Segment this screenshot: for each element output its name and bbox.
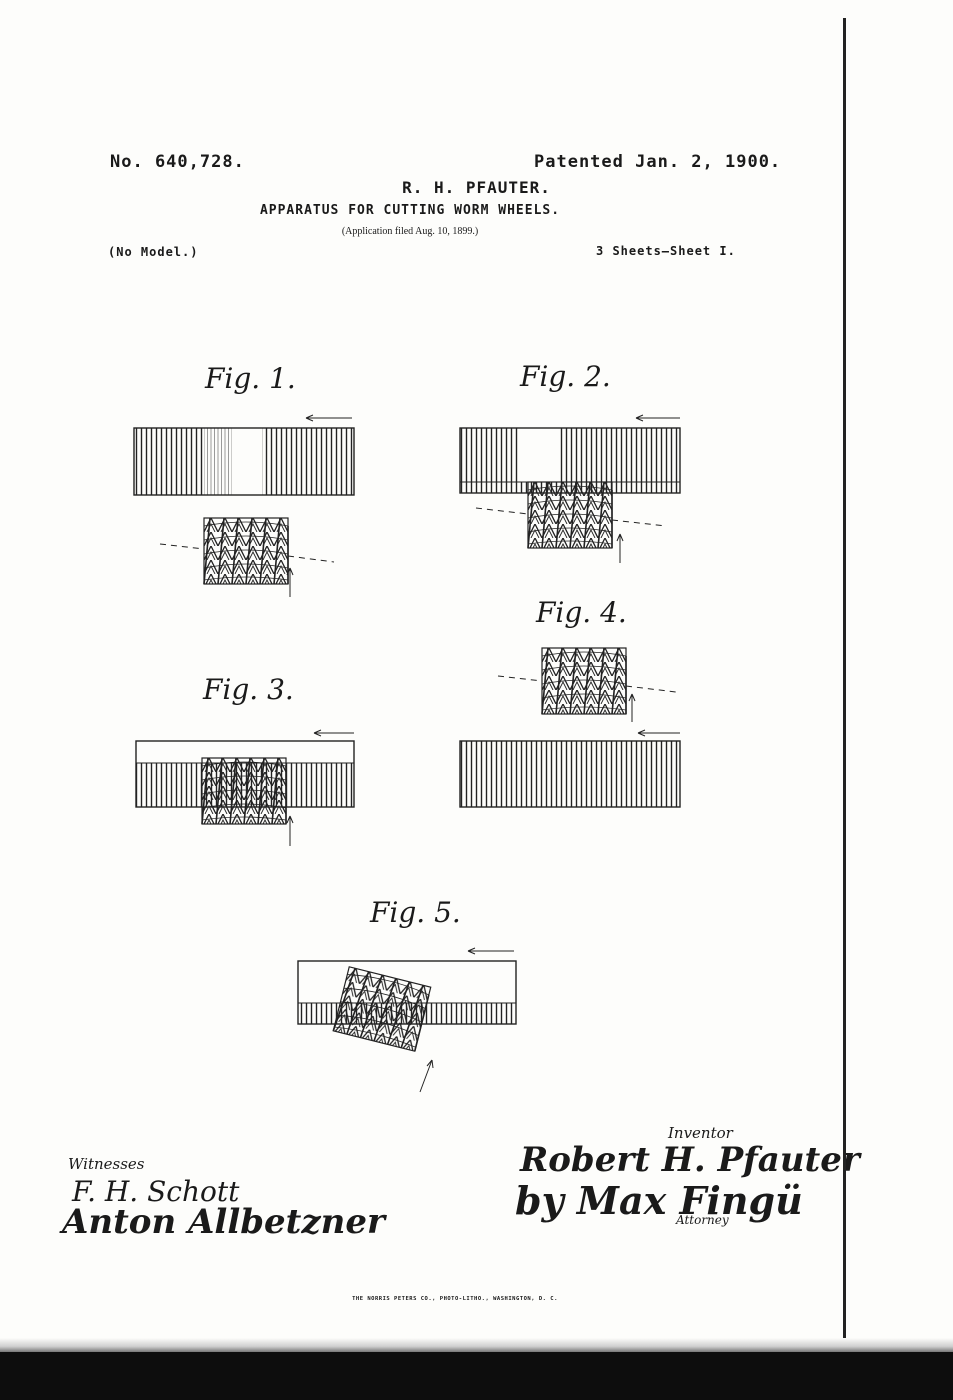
scan-bottom-bar xyxy=(0,1352,953,1400)
fig-3-drawing xyxy=(135,729,355,846)
model-note: (No Model.) xyxy=(108,245,199,259)
attorney-label: Attorney xyxy=(676,1213,729,1227)
witness-1-signature: F. H. Schott xyxy=(72,1175,240,1208)
inventor-signature: Robert H. Pfauter xyxy=(520,1140,860,1180)
witnesses-label: Witnesses xyxy=(68,1155,145,1173)
patent-title: APPARATUS FOR CUTTING WORM WHEELS. xyxy=(259,203,561,218)
fig-2-label: Fig. 2. xyxy=(520,360,611,393)
application-filed: (Application filed Aug. 10, 1899.) xyxy=(341,226,479,237)
attorney-signature: by Max Fingü xyxy=(515,1178,803,1223)
patent-date: Patented Jan. 2, 1900. xyxy=(534,152,782,172)
fig-3-label: Fig. 3. xyxy=(203,673,294,706)
fig-4-label: Fig. 4. xyxy=(536,596,627,629)
fig-5-drawing xyxy=(297,947,517,1093)
inventor-name: R. H. PFAUTER. xyxy=(402,178,551,197)
fig-4-drawing xyxy=(459,647,681,808)
inventor-label: Inventor xyxy=(668,1124,733,1142)
sheet-count: 3 Sheets—Sheet I. xyxy=(596,244,736,258)
witness-2-signature: Anton Allbetzner xyxy=(62,1202,385,1242)
scan-edge-line xyxy=(843,18,846,1363)
scan-bottom-fringe xyxy=(0,1338,953,1352)
fig-1-label: Fig. 1. xyxy=(205,362,296,395)
fig-2-drawing xyxy=(459,414,681,563)
fig-5-label: Fig. 5. xyxy=(370,896,461,929)
patent-number: No. 640,728. xyxy=(110,152,245,172)
fig-1-drawing xyxy=(133,414,355,597)
printer-imprint: THE NORRIS PETERS CO., PHOTO-LITHO., WAS… xyxy=(352,1296,558,1302)
